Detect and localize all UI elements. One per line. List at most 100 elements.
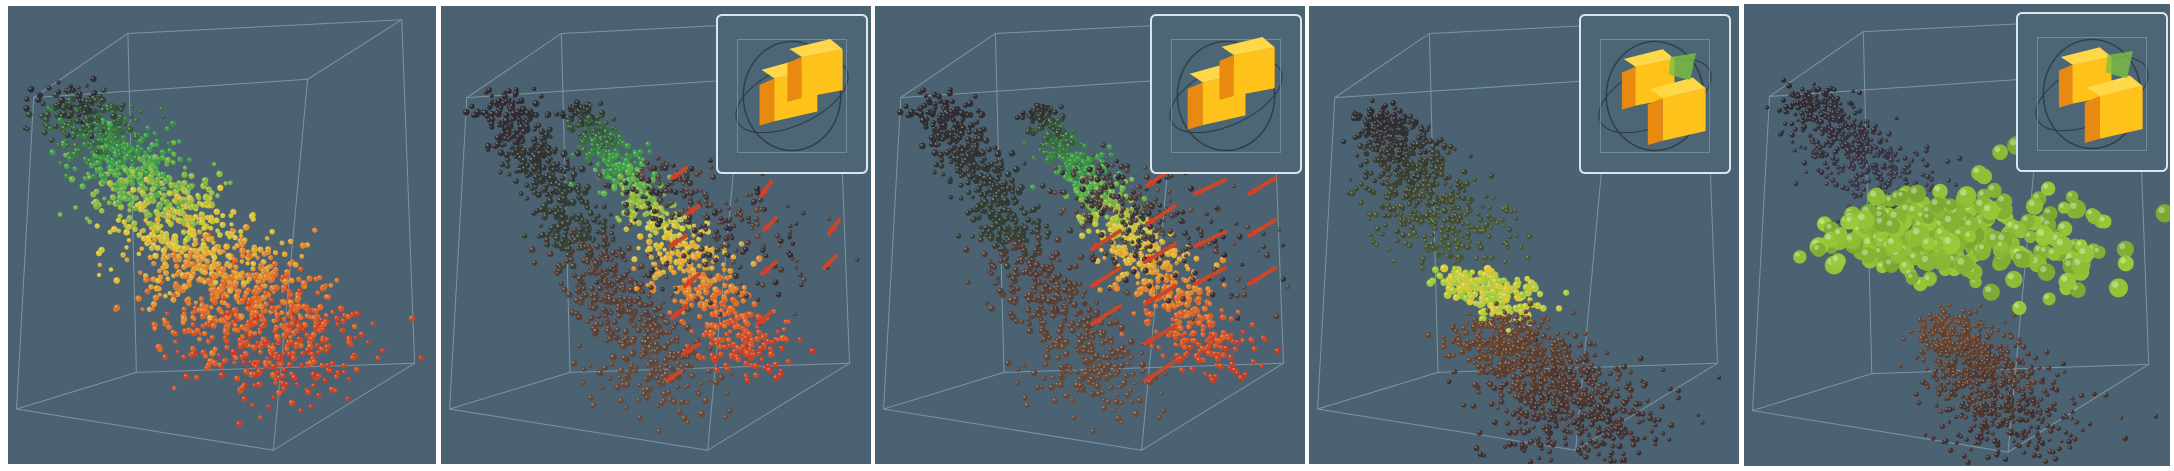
data-point <box>171 273 176 279</box>
data-point <box>194 374 200 381</box>
point-highlight <box>610 362 612 365</box>
point-highlight <box>181 264 185 267</box>
point-highlight <box>212 260 214 262</box>
point-highlight <box>290 259 293 262</box>
data-point <box>205 236 212 243</box>
data-point <box>633 368 638 374</box>
data-point <box>212 162 217 167</box>
point-highlight <box>169 182 172 185</box>
data-point <box>68 119 73 125</box>
data-point <box>289 316 295 322</box>
point-highlight <box>682 416 685 419</box>
data-point <box>662 370 670 378</box>
point-highlight <box>217 353 219 355</box>
point-highlight <box>204 322 207 324</box>
point-highlight <box>638 416 641 418</box>
point-highlight <box>159 107 162 109</box>
point-highlight <box>500 131 503 134</box>
data-point <box>110 225 118 233</box>
point-highlight <box>86 124 89 126</box>
data-point <box>515 98 522 105</box>
data-point <box>618 298 624 304</box>
point-highlight <box>347 340 349 343</box>
cube-face <box>449 78 743 451</box>
point-highlight <box>218 363 220 365</box>
point-highlight <box>205 304 207 307</box>
data-point <box>114 187 120 193</box>
point-highlight <box>147 307 150 310</box>
data-point <box>152 252 159 259</box>
data-point <box>220 295 226 301</box>
point-highlight <box>162 187 165 189</box>
point-highlight <box>173 239 176 242</box>
data-point <box>328 368 334 374</box>
data-point <box>151 321 158 329</box>
point-highlight <box>325 363 328 366</box>
data-point <box>625 269 631 275</box>
point-highlight <box>94 189 97 192</box>
point-highlight <box>625 374 627 376</box>
point-highlight <box>504 152 507 155</box>
point-highlight <box>153 295 156 298</box>
point-highlight <box>109 268 112 270</box>
point-highlight <box>232 246 235 248</box>
data-point <box>67 104 73 110</box>
point-highlight <box>487 88 490 91</box>
data-point <box>49 108 54 113</box>
point-highlight <box>207 315 210 318</box>
point-highlight <box>98 161 100 163</box>
point-highlight <box>240 324 243 327</box>
point-highlight <box>472 113 475 116</box>
point-highlight <box>277 305 280 307</box>
point-highlight <box>655 369 657 372</box>
point-highlight <box>235 296 237 298</box>
point-highlight <box>591 239 594 241</box>
point-highlight <box>67 123 70 126</box>
data-point <box>287 238 294 245</box>
point-highlight <box>87 125 90 128</box>
data-point <box>114 172 120 178</box>
data-point <box>643 319 649 325</box>
data-point <box>91 139 98 146</box>
data-point <box>189 260 197 268</box>
point-highlight <box>230 222 232 225</box>
data-point <box>608 212 613 217</box>
point-highlight <box>50 150 53 153</box>
point-highlight <box>282 351 284 354</box>
point-highlight <box>630 351 633 354</box>
point-highlight <box>95 169 98 172</box>
data-point <box>106 179 114 187</box>
point-highlight <box>559 167 562 170</box>
point-highlight <box>275 316 278 319</box>
data-point <box>581 380 586 386</box>
data-point <box>136 251 142 257</box>
data-point <box>174 184 180 191</box>
point-highlight <box>213 280 216 283</box>
point-highlight <box>409 316 412 319</box>
point-highlight <box>134 135 137 138</box>
point-highlight <box>577 185 580 187</box>
data-point <box>142 161 147 166</box>
data-point <box>241 237 248 243</box>
point-highlight <box>613 320 615 323</box>
point-highlight <box>171 274 174 276</box>
data-point <box>347 376 352 381</box>
point-highlight <box>179 219 182 222</box>
data-point <box>639 354 644 359</box>
data-point <box>604 257 609 263</box>
point-highlight <box>569 232 572 234</box>
data-point <box>132 154 139 161</box>
data-point <box>159 171 166 178</box>
data-point <box>313 307 319 314</box>
point-highlight <box>93 115 96 118</box>
point-highlight <box>197 201 200 204</box>
data-point <box>171 233 179 240</box>
point-highlight <box>319 347 322 349</box>
point-highlight <box>668 351 671 354</box>
point-highlight <box>309 404 311 407</box>
data-point <box>591 305 597 312</box>
data-point <box>310 383 317 389</box>
point-highlight <box>55 113 57 115</box>
point-highlight <box>246 262 248 264</box>
data-point <box>150 306 155 311</box>
